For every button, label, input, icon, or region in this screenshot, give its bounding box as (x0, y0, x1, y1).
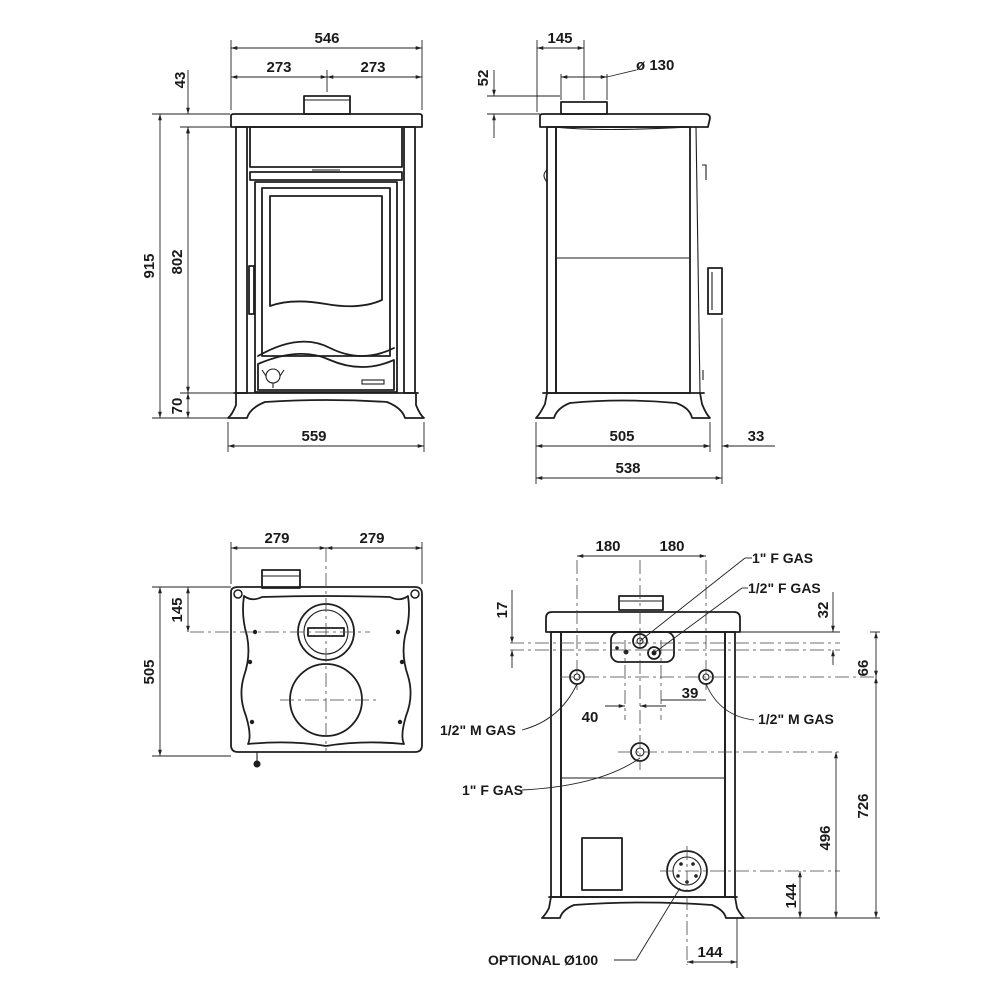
top-view (190, 548, 423, 768)
front-dimensions: 546 273 273 43 915 802 70 559 (141, 30, 425, 452)
dim-front-width: 546 (314, 30, 339, 47)
dim-rear-conn-66: 66 (855, 660, 872, 677)
dim-rear-half-left: 180 (595, 538, 620, 555)
dim-top-half-right: 279 (359, 530, 384, 547)
dim-side-depth-total: 538 (615, 460, 640, 477)
dim-top-half-left: 279 (264, 530, 289, 547)
label-m-gas-right: 1/2" M GAS (758, 711, 834, 727)
side-view (535, 101, 723, 419)
dim-rear-top-gap: 17 (494, 602, 511, 619)
front-view (227, 95, 425, 419)
dim-front-half-right: 273 (360, 59, 385, 76)
dim-rear-spacing-40: 40 (582, 709, 599, 726)
dim-rear-spacing-39: 39 (682, 685, 699, 702)
rear-view (510, 560, 878, 965)
label-f-gas-1in-top: 1" F GAS (752, 550, 813, 566)
dim-rear-144-v: 144 (783, 883, 800, 909)
dim-front-foot: 70 (169, 398, 186, 415)
label-optional-duct: OPTIONAL Ø100 (488, 952, 598, 968)
label-m-gas-left: 1/2" M GAS (440, 722, 516, 738)
dim-rear-144-h: 144 (697, 944, 723, 961)
dim-top-flue-offset: 145 (169, 597, 186, 622)
dim-rear-half-right: 180 (659, 538, 684, 555)
dim-front-height: 915 (141, 253, 158, 278)
rear-dimensions: 180 180 17 32 66 39 40 726 496 144 144 1… (440, 538, 880, 968)
dim-front-body-height: 802 (169, 249, 186, 274)
dim-top-depth: 505 (141, 659, 158, 684)
dim-rear-conn-32: 32 (815, 602, 832, 619)
dim-front-base: 559 (301, 428, 326, 445)
dim-side-flue-height: 52 (475, 70, 492, 87)
dim-rear-726: 726 (855, 793, 872, 818)
top-dimensions: 279 279 505 145 (141, 530, 423, 757)
dim-side-rear-protrusion: 33 (748, 428, 765, 445)
dim-front-half-left: 273 (266, 59, 291, 76)
side-dimensions: 145 ø 130 52 505 33 538 (475, 30, 775, 484)
dim-side-flue-diameter: ø 130 (636, 57, 674, 74)
label-f-gas-1in-mid: 1" F GAS (462, 782, 523, 798)
dim-rear-496: 496 (817, 825, 834, 850)
dim-side-depth: 505 (609, 428, 634, 445)
dim-side-flue-offset: 145 (547, 30, 572, 47)
dim-front-top-offset: 43 (172, 72, 189, 89)
label-f-gas-half-top: 1/2" F GAS (748, 580, 821, 596)
